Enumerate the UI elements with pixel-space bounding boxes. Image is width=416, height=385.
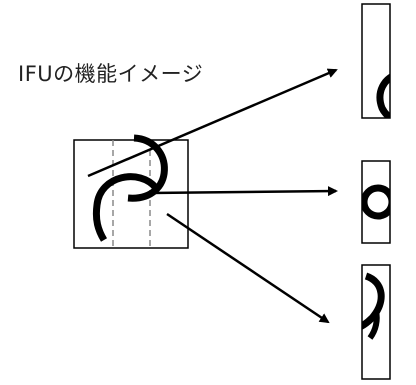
- slice-top-box: [361, 3, 391, 119]
- diagram-title: IFUの機能イメージ: [18, 62, 204, 86]
- source-arc-upper: [127, 134, 168, 202]
- arrow-to-bottom-slice: [166, 212, 330, 324]
- slice-bottom-tail: [367, 310, 380, 340]
- arrow-to-middle-slice: [149, 186, 338, 197]
- source-arc-lower: [92, 173, 159, 242]
- slice-bottom-arc: [362, 272, 385, 330]
- slice-top-arc: [376, 73, 390, 118]
- source-field-box: [73, 139, 189, 249]
- slice-middle-ellipse: [362, 184, 390, 220]
- arrow-to-top-slice: [87, 68, 338, 178]
